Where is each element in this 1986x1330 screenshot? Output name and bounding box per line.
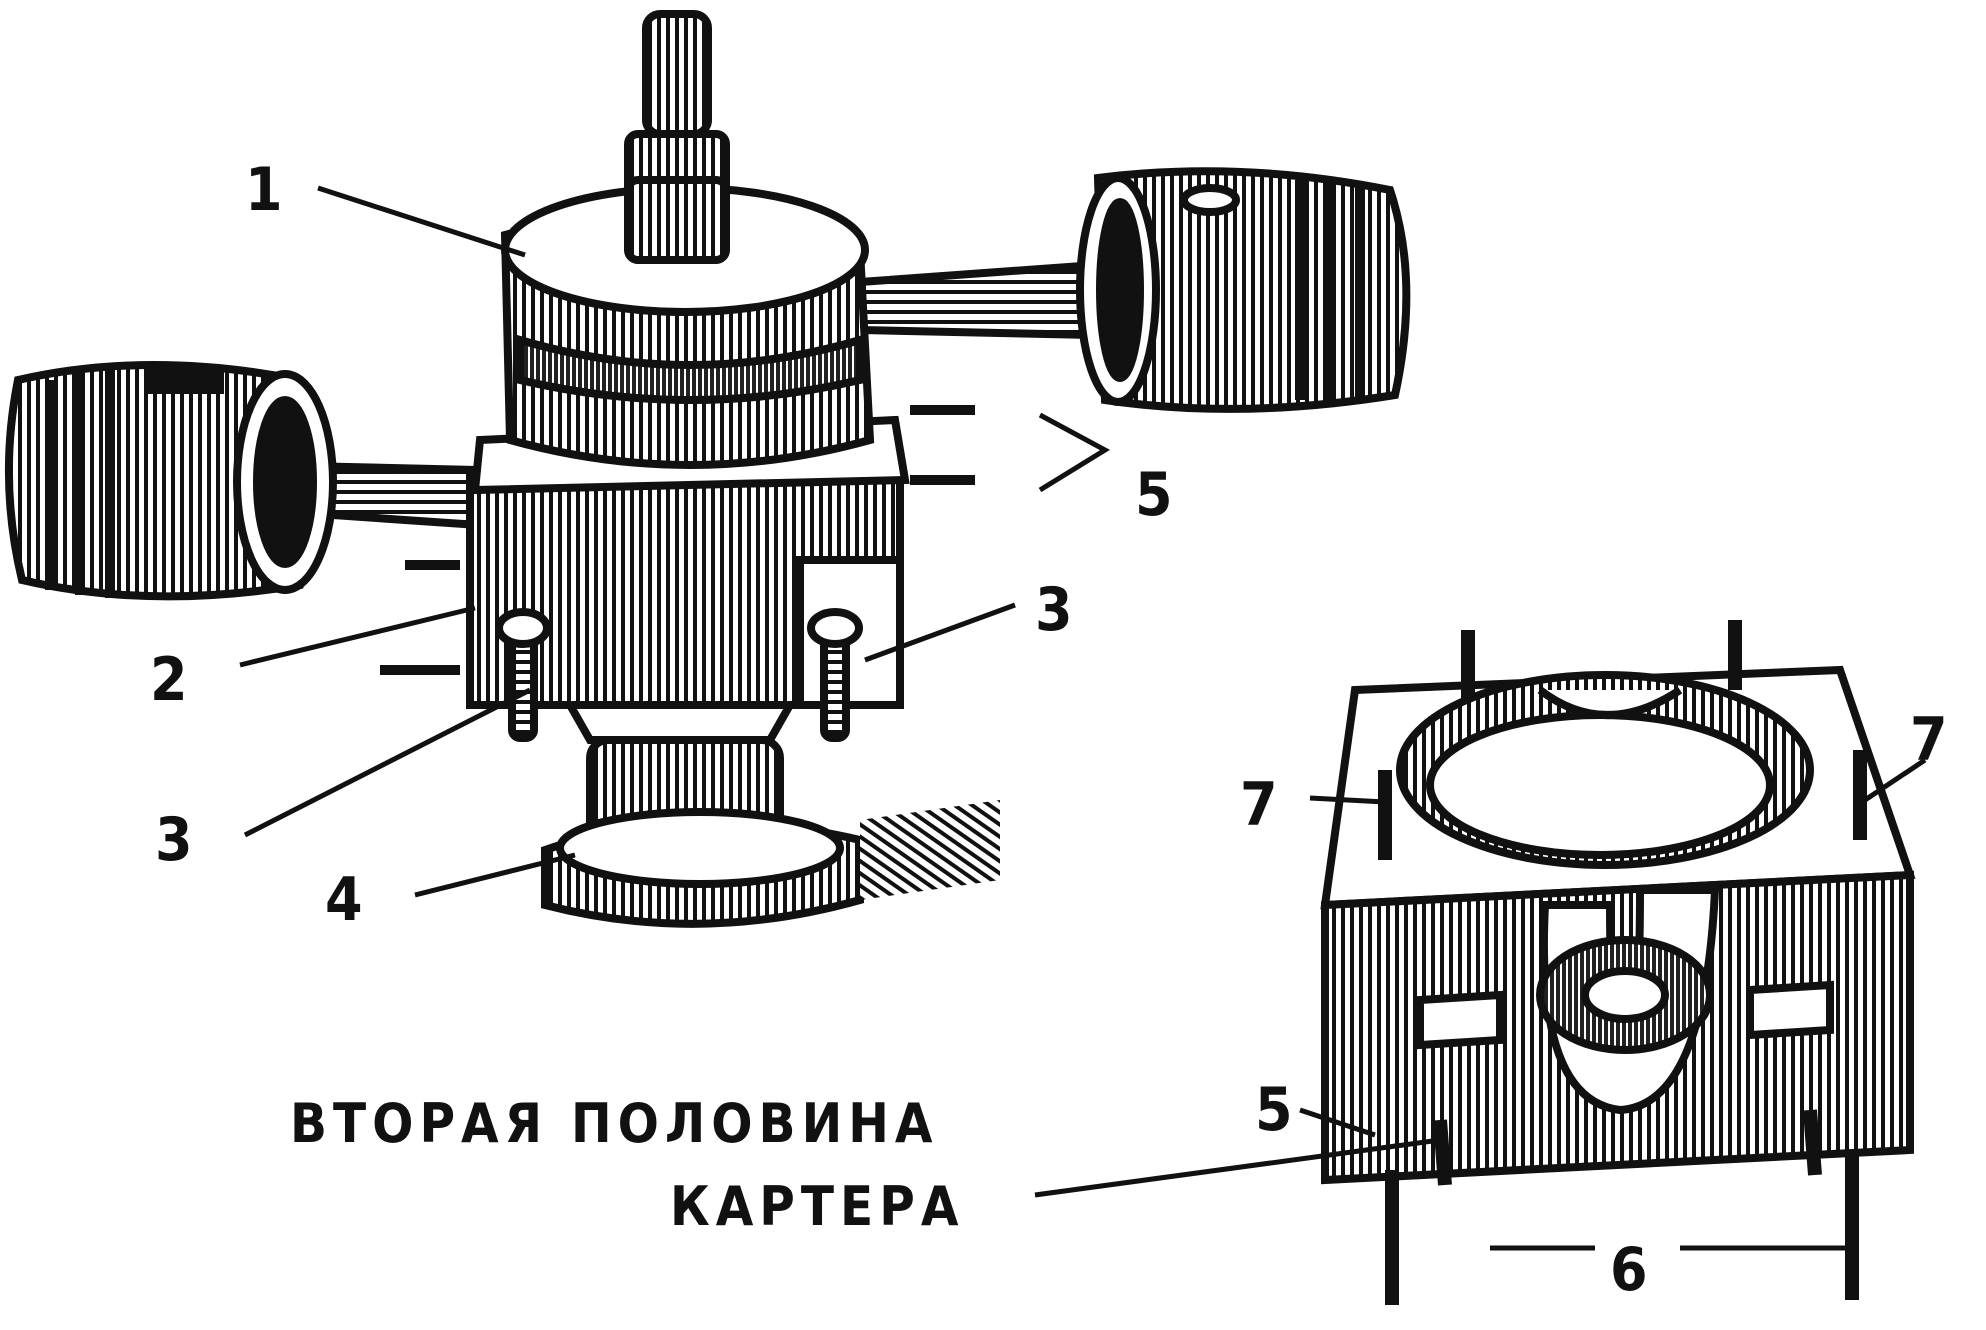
label-7-left: 7	[1240, 770, 1278, 840]
leader-lines	[239, 185, 1927, 1251]
flywheel-disc	[541, 800, 1000, 928]
label-7-right: 7	[1910, 705, 1948, 775]
second-crankcase-half	[1320, 620, 1916, 1305]
leader-caption	[1034, 1137, 1441, 1198]
label-3-left: 3	[155, 805, 193, 875]
label-5-top: 5	[1135, 460, 1173, 530]
leader-5-top	[1038, 412, 1111, 493]
label-3-right: 3	[1035, 575, 1073, 645]
right-piston	[1076, 167, 1411, 413]
crankshaft-assembly	[4, 10, 1411, 928]
left-piston	[4, 361, 337, 601]
leader-7-right	[1863, 757, 1927, 803]
crank-disc	[500, 176, 875, 469]
label-2: 2	[150, 645, 188, 715]
leader-3-left	[243, 687, 532, 838]
leader-3-right	[864, 602, 1016, 663]
mounting-stud-left	[495, 608, 551, 742]
mounting-stud-right	[807, 608, 863, 742]
label-5-bottom: 5	[1255, 1075, 1293, 1145]
label-1: 1	[245, 155, 283, 225]
leader-7-left	[1309, 795, 1386, 805]
leader-1	[317, 185, 526, 258]
label-4: 4	[325, 865, 363, 935]
label-6: 6	[1610, 1235, 1648, 1305]
leader-2	[239, 605, 476, 668]
part-labels: 1 2 3 3 4 5 5 6 7 7	[150, 155, 1948, 1305]
leader-4	[414, 852, 576, 898]
leader-5-bottom	[1299, 1107, 1376, 1138]
caption-line-2: КАРТЕРА	[670, 1175, 964, 1238]
caption: ВТОРАЯ ПОЛОВИНА КАРТЕРА	[290, 1092, 964, 1238]
caption-line-1: ВТОРАЯ ПОЛОВИНА	[290, 1092, 938, 1155]
right-connecting-rod	[856, 260, 1099, 340]
